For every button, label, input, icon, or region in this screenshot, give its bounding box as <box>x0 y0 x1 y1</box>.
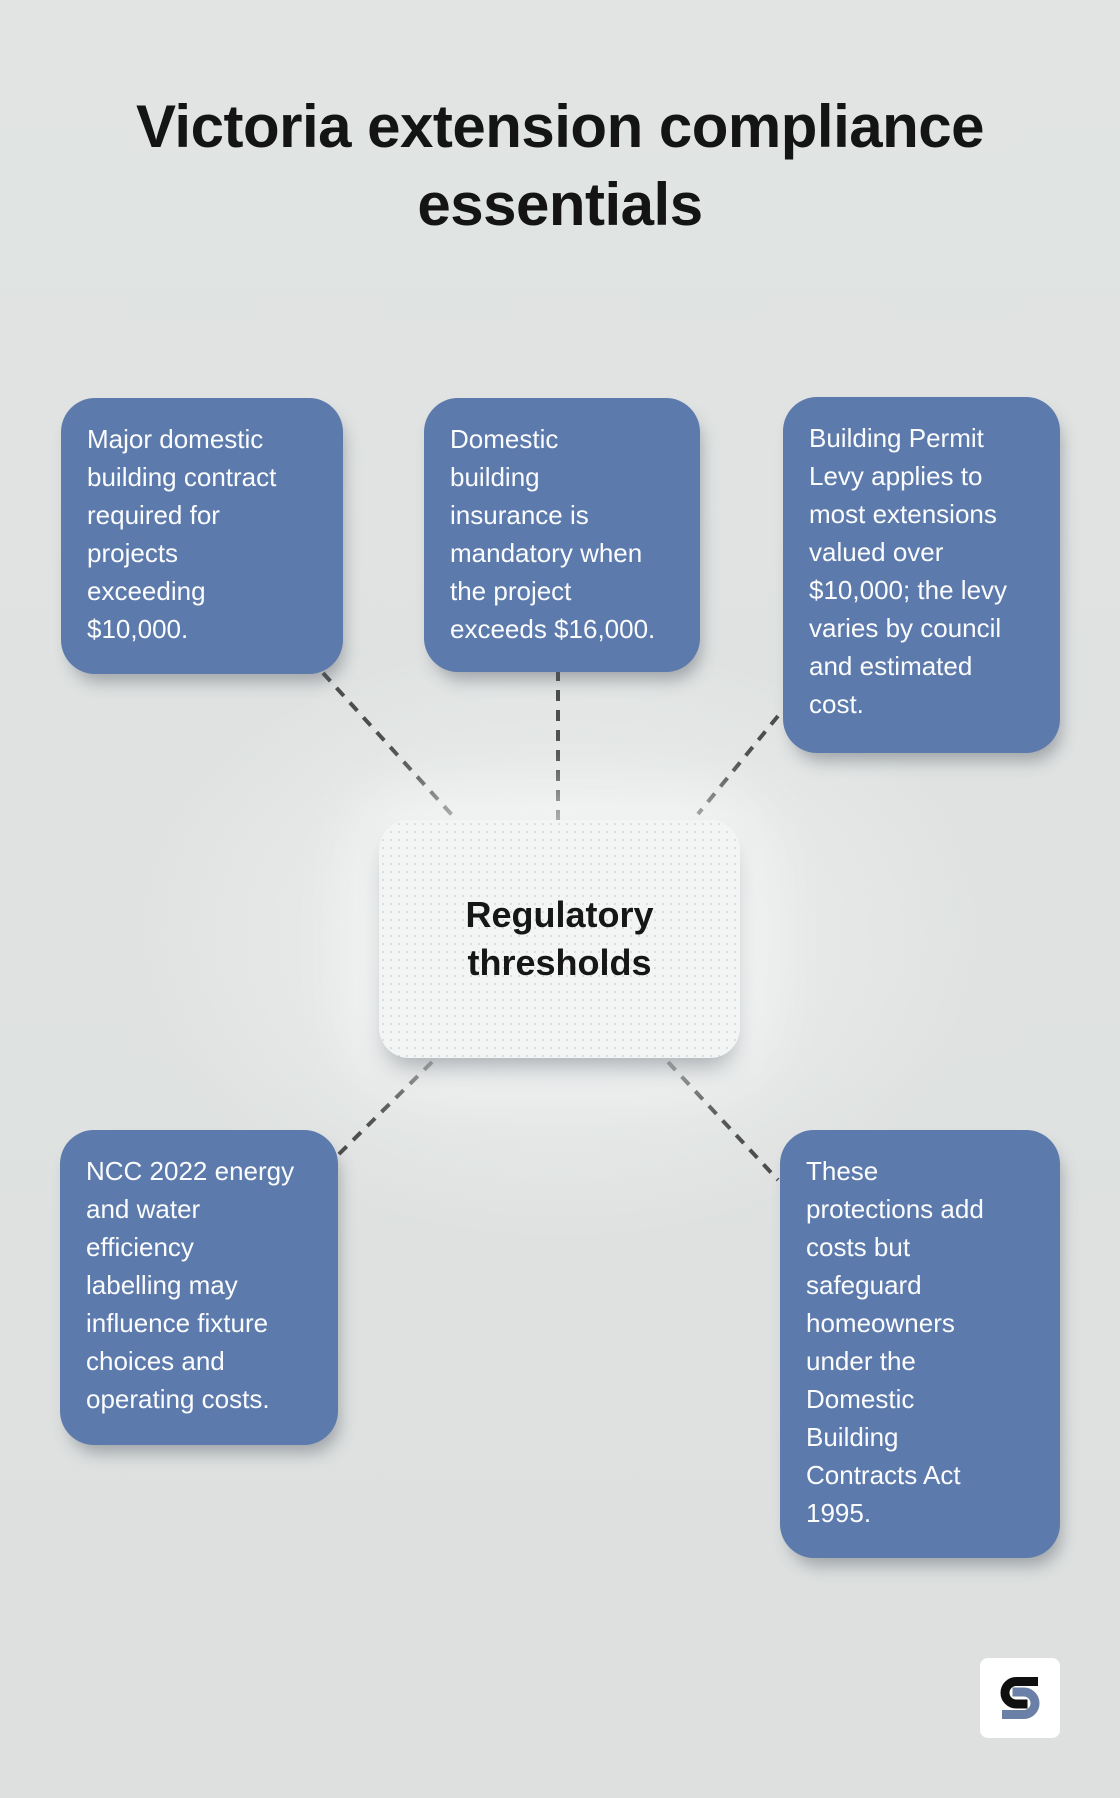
center-node-label: Regulatory thresholds <box>465 894 654 983</box>
branch-box-ncc-labelling: NCC 2022 energy and water efficiency lab… <box>60 1130 338 1445</box>
page-title: Victoria extension compliance essentials <box>135 93 985 238</box>
branch-box-building-insurance: Domestic building insurance is mandatory… <box>424 398 700 672</box>
connector-line-bottom-left <box>336 1060 434 1157</box>
branch-box-major-contract: Major domestic building contract require… <box>61 398 343 674</box>
branch-box-homeowner-protections: These protections add costs but safeguar… <box>780 1130 1060 1558</box>
center-node: Regulatory thresholds <box>379 820 740 1058</box>
connector-line-top-right <box>696 714 780 816</box>
logo-mark-icon <box>1000 1677 1040 1719</box>
connector-line-top-left <box>321 671 454 817</box>
connector-line-bottom-right <box>666 1060 780 1182</box>
branch-box-permit-levy: Building Permit Levy applies to most ext… <box>783 397 1060 753</box>
brand-logo <box>980 1658 1060 1738</box>
